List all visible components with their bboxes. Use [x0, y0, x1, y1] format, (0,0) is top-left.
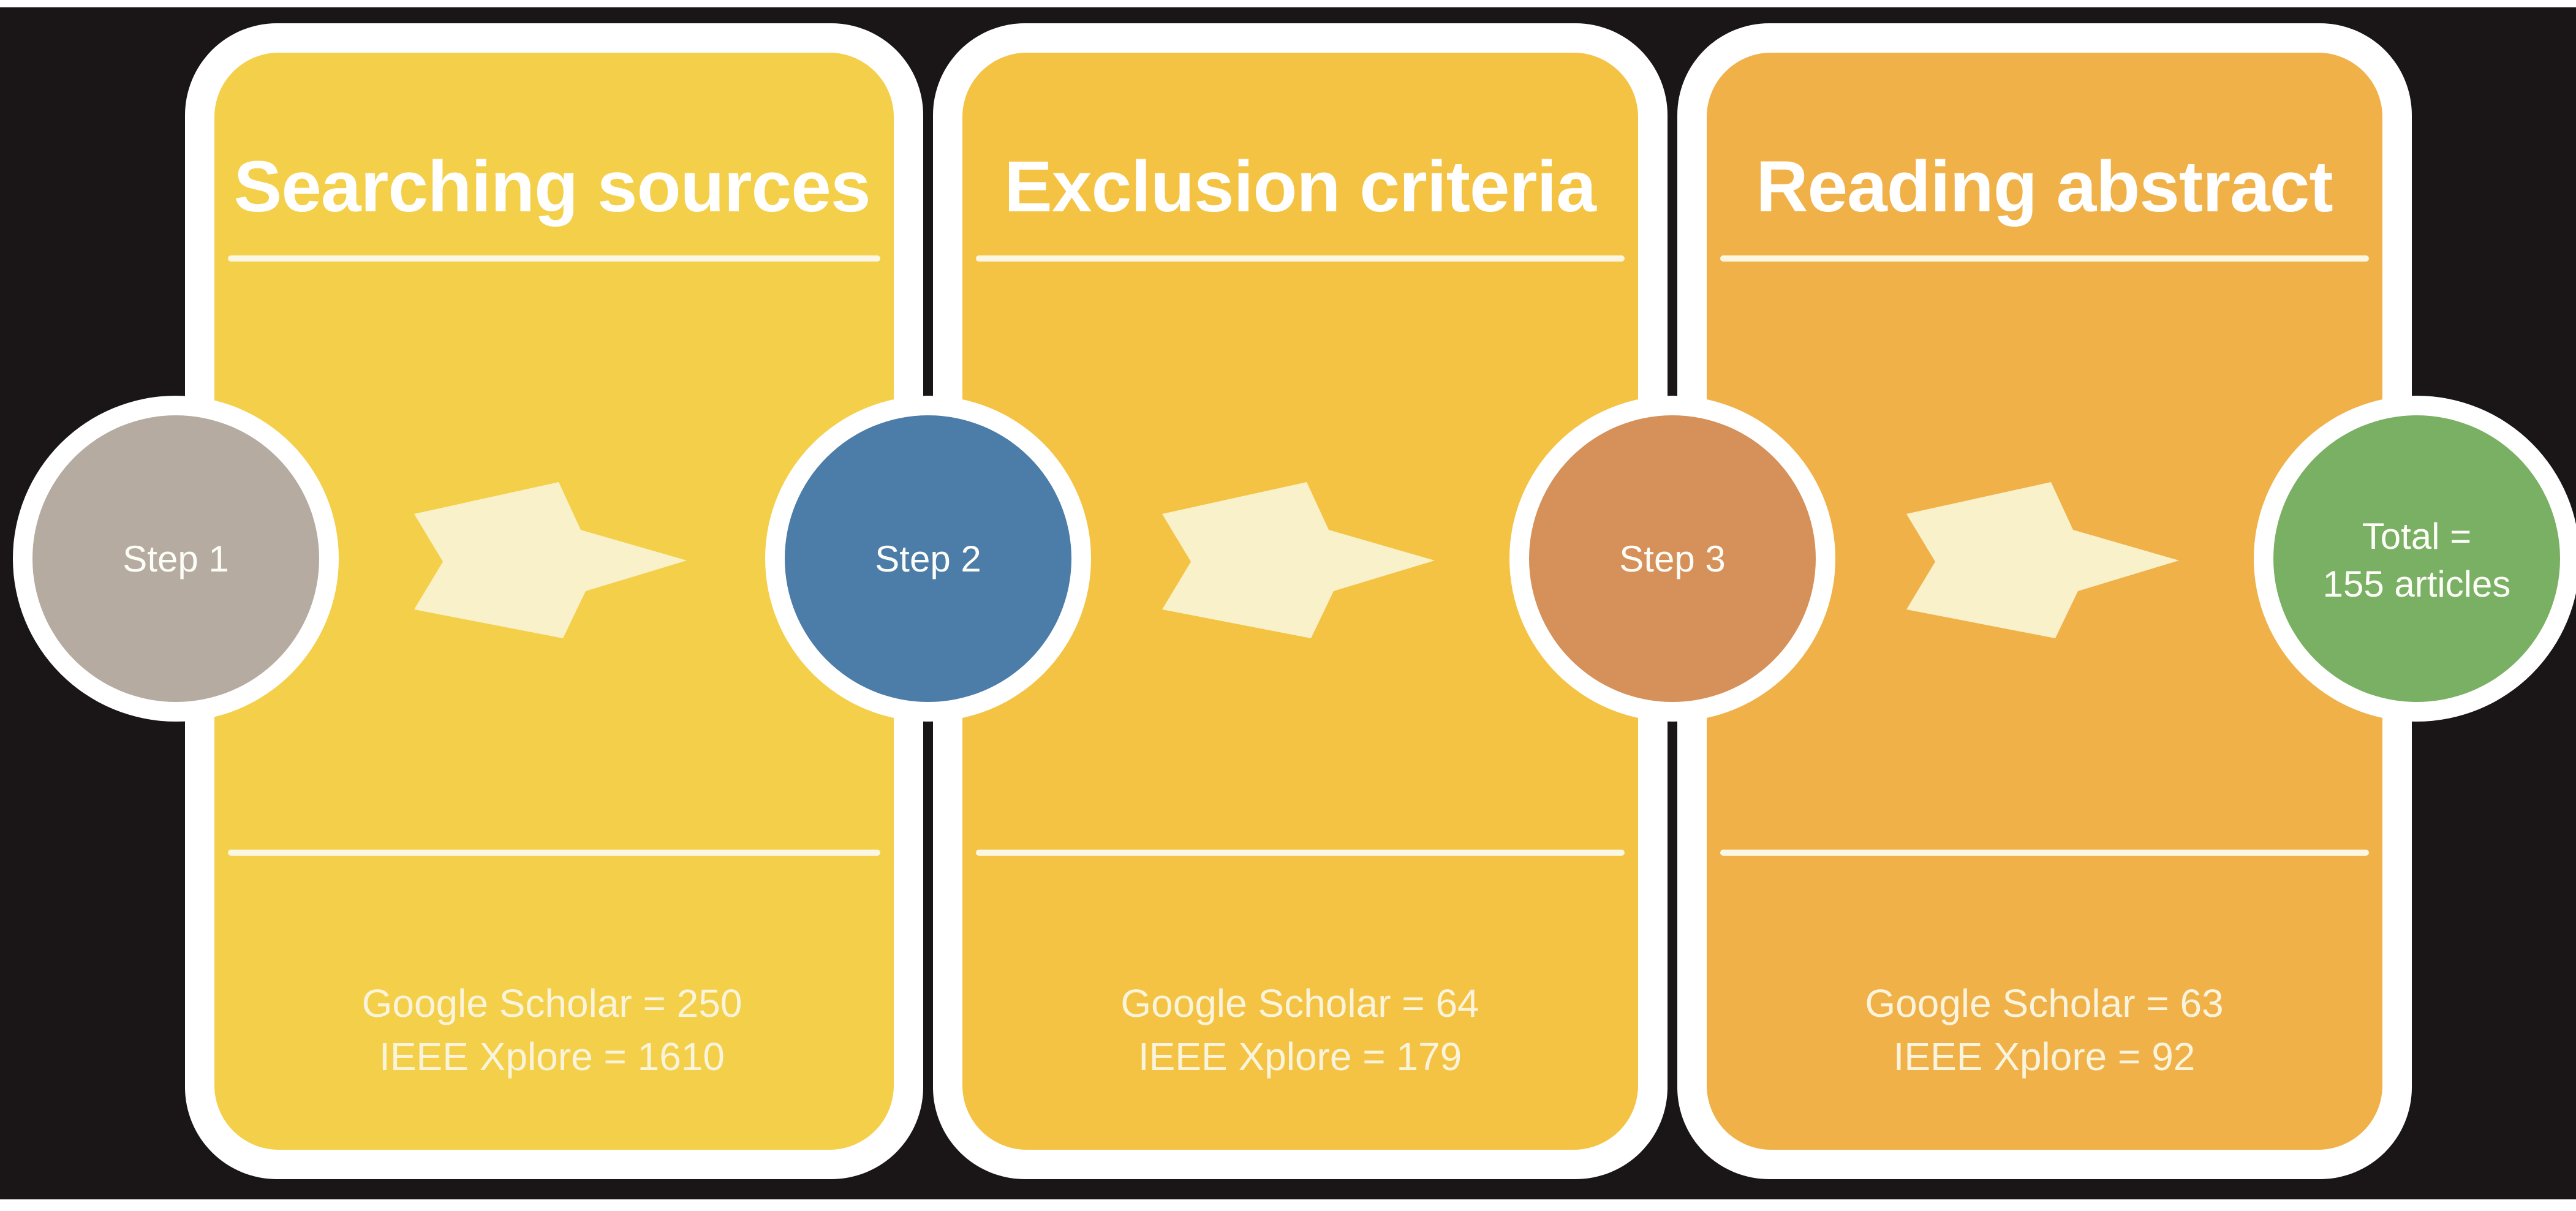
total-circle: Total = 155 articles: [2254, 396, 2576, 722]
step-1-circle: Step 1: [13, 396, 339, 722]
card-3-title: Reading abstract: [1756, 146, 2332, 227]
card-1-stats-line-2: IEEE Xplore = 1610: [379, 1035, 725, 1079]
step-2-circle: Step 2: [765, 396, 1091, 722]
total-label-line-2: 155 articles: [2323, 564, 2511, 605]
card-3-stats-line-2: IEEE Xplore = 92: [1894, 1035, 2196, 1079]
card-2-title: Exclusion criteria: [1004, 146, 1597, 227]
total-label-line-1: Total =: [2362, 516, 2471, 557]
card-searching-sources: Searching sources Google Scholar = 250 I…: [185, 23, 923, 1179]
step-3-circle: Step 3: [1509, 396, 1835, 722]
card-1-title: Searching sources: [234, 146, 871, 227]
card-2-stats-line-1: Google Scholar = 64: [1120, 981, 1479, 1025]
bottom-edge-strip: [0, 1199, 2576, 1211]
arrow-right-icon: [1906, 482, 2179, 638]
step-2-label: Step 2: [875, 538, 981, 579]
step-1-label: Step 1: [123, 538, 229, 579]
arrow-right-icon: [414, 482, 687, 638]
total-disc: [2273, 415, 2560, 702]
card-exclusion-criteria: Exclusion criteria Google Scholar = 64 I…: [933, 23, 1668, 1179]
card-2-stats-line-2: IEEE Xplore = 179: [1138, 1035, 1462, 1079]
card-reading-abstract: Reading abstract Google Scholar = 63 IEE…: [1677, 23, 2412, 1179]
step-3-disc: [1529, 415, 1816, 702]
step-1-disc: [32, 415, 319, 702]
step-2-disc: [785, 415, 1071, 702]
card-3-stats-line-1: Google Scholar = 63: [1865, 981, 2223, 1025]
top-edge-strip: [0, 0, 2576, 7]
arrow-right-icon: [1162, 482, 1435, 638]
step-3-label: Step 3: [1619, 538, 1725, 579]
card-1-stats-line-1: Google Scholar = 250: [362, 981, 742, 1025]
